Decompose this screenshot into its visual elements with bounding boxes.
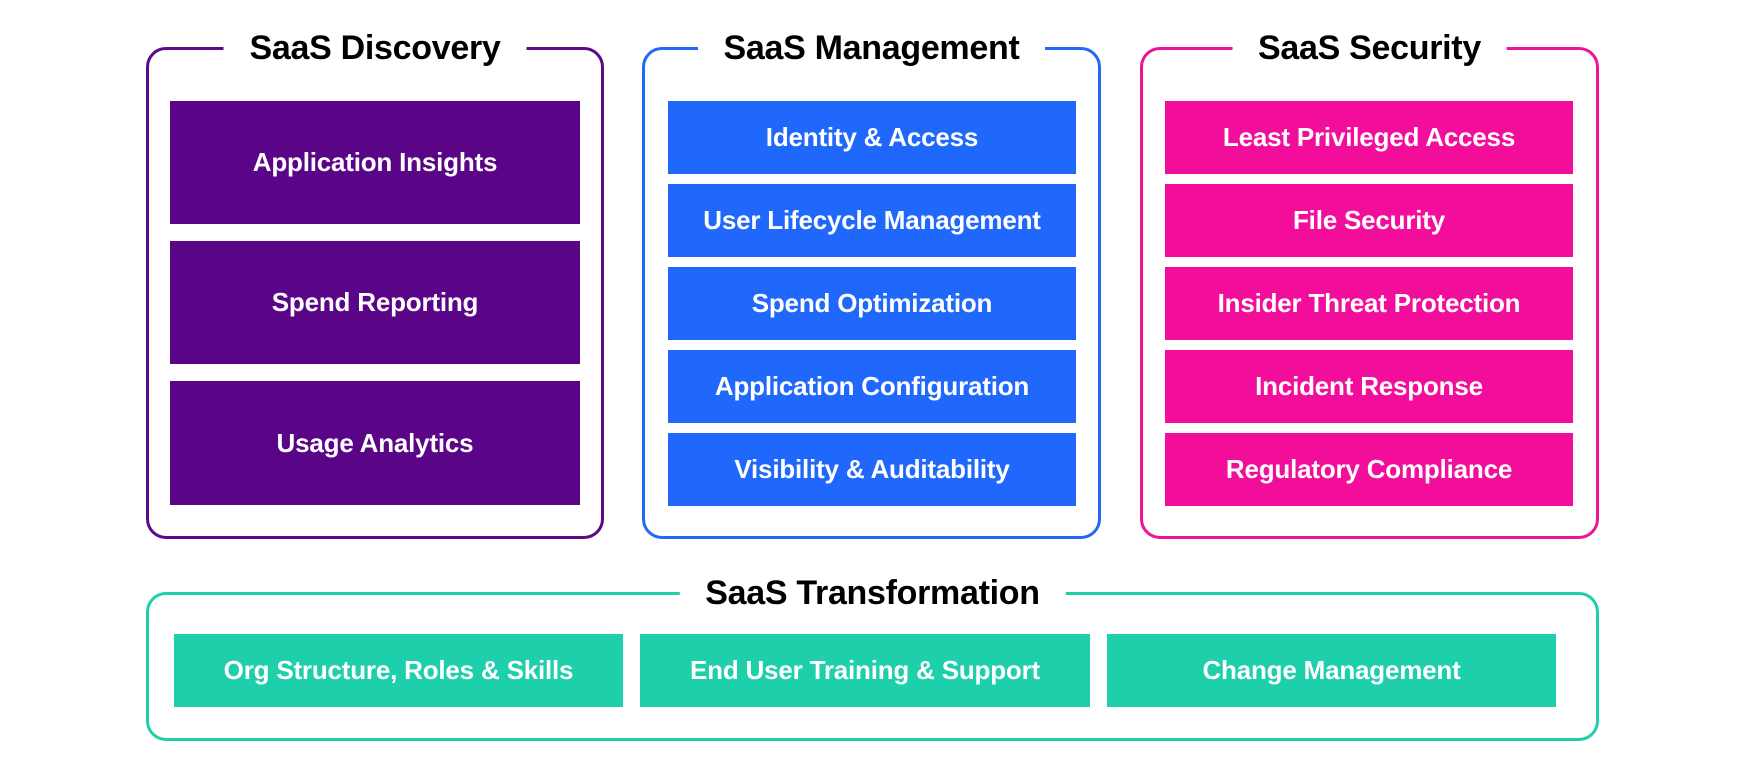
management-item-application-configuration: Application Configuration bbox=[668, 350, 1076, 423]
saas-security-title: SaaS Security bbox=[1232, 28, 1507, 68]
security-item-incident-response: Incident Response bbox=[1165, 350, 1573, 423]
security-item-insider-threat-protection: Insider Threat Protection bbox=[1165, 267, 1573, 340]
saas-discovery-title: SaaS Discovery bbox=[223, 28, 527, 68]
management-item-user-lifecycle: User Lifecycle Management bbox=[668, 184, 1076, 257]
transformation-item-org-structure: Org Structure, Roles & Skills bbox=[174, 634, 623, 707]
saas-management-title: SaaS Management bbox=[697, 28, 1046, 68]
transformation-item-change-management: Change Management bbox=[1107, 634, 1556, 707]
discovery-item-usage-analytics: Usage Analytics bbox=[170, 381, 580, 505]
management-item-spend-optimization: Spend Optimization bbox=[668, 267, 1076, 340]
discovery-item-spend-reporting: Spend Reporting bbox=[170, 241, 580, 364]
security-item-least-privileged-access: Least Privileged Access bbox=[1165, 101, 1573, 174]
saas-transformation-title: SaaS Transformation bbox=[679, 573, 1066, 613]
transformation-item-end-user-training: End User Training & Support bbox=[640, 634, 1090, 707]
security-item-regulatory-compliance: Regulatory Compliance bbox=[1165, 433, 1573, 506]
management-item-visibility-auditability: Visibility & Auditability bbox=[668, 433, 1076, 506]
discovery-item-application-insights: Application Insights bbox=[170, 101, 580, 224]
security-item-file-security: File Security bbox=[1165, 184, 1573, 257]
management-item-identity-access: Identity & Access bbox=[668, 101, 1076, 174]
